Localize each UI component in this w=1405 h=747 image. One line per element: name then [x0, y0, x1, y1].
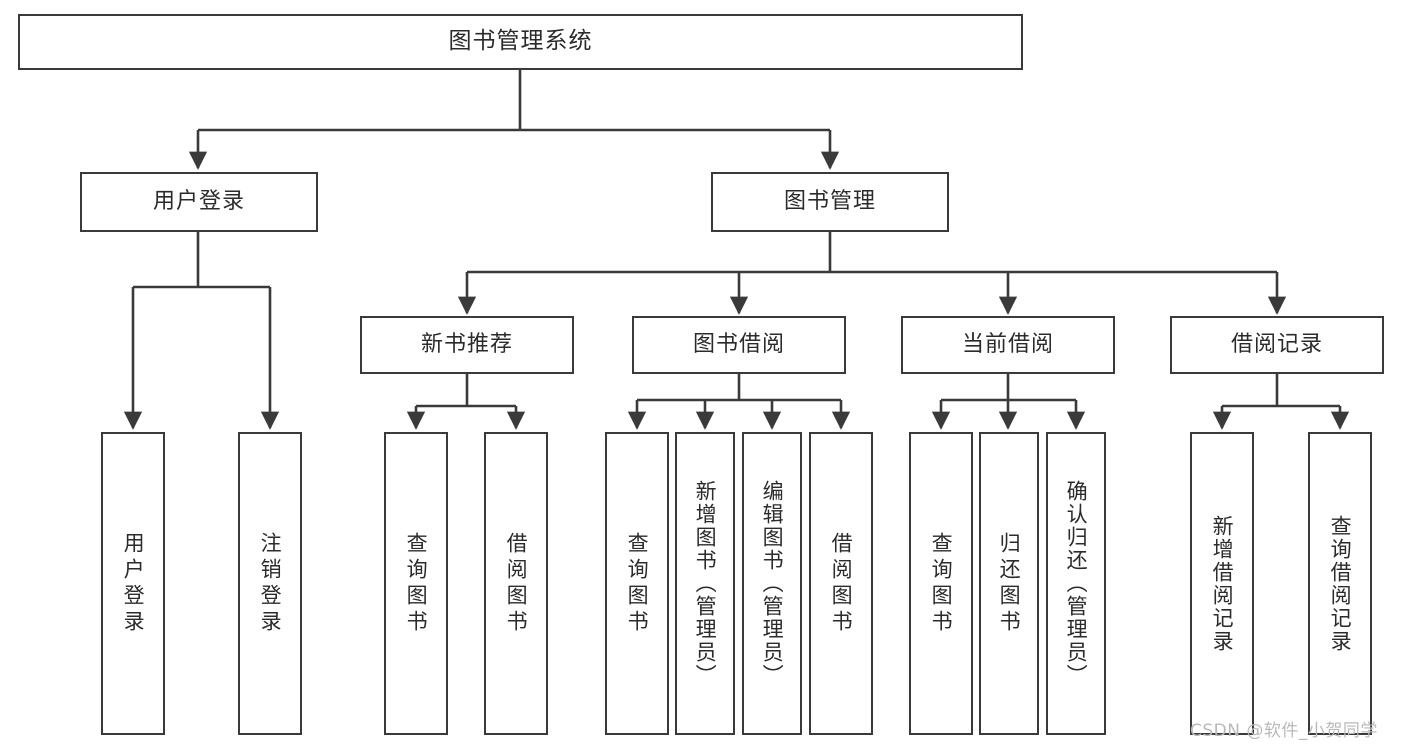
node-user-login[interactable]: 用户登录 [80, 172, 318, 232]
node-root[interactable]: 图书管理系统 [18, 14, 1023, 70]
node-leaf-add-record[interactable]: 新增借阅记录 [1190, 432, 1254, 735]
node-leaf-query-record[interactable]: 查询借阅记录 [1308, 432, 1372, 735]
node-leaf-logout-login[interactable]: 注销登录 [238, 432, 302, 735]
node-leaf-user-login[interactable]: 用户登录 [101, 432, 165, 735]
node-leaf-query-book-1[interactable]: 查询图书 [384, 432, 448, 735]
node-leaf-return-book[interactable]: 归还图书 [979, 432, 1039, 735]
node-borrow-record[interactable]: 借阅记录 [1170, 316, 1384, 374]
node-current-borrow[interactable]: 当前借阅 [901, 316, 1115, 374]
csdn-watermark: CSDN @软件_小贺同学 [1190, 721, 1378, 741]
node-book-borrow[interactable]: 图书借阅 [632, 316, 846, 374]
node-leaf-add-book[interactable]: 新增图书（管理员） [675, 432, 735, 735]
node-leaf-edit-book[interactable]: 编辑图书（管理员） [742, 432, 802, 735]
node-leaf-borrow-book-1[interactable]: 借阅图书 [484, 432, 548, 735]
node-new-book-recommend[interactable]: 新书推荐 [360, 316, 574, 374]
node-leaf-borrow-book-2[interactable]: 借阅图书 [809, 432, 873, 735]
node-book-manage[interactable]: 图书管理 [711, 172, 949, 232]
node-leaf-query-book-3[interactable]: 查询图书 [909, 432, 973, 735]
node-leaf-query-book-2[interactable]: 查询图书 [605, 432, 669, 735]
node-leaf-confirm-return[interactable]: 确认归还（管理员） [1046, 432, 1106, 735]
